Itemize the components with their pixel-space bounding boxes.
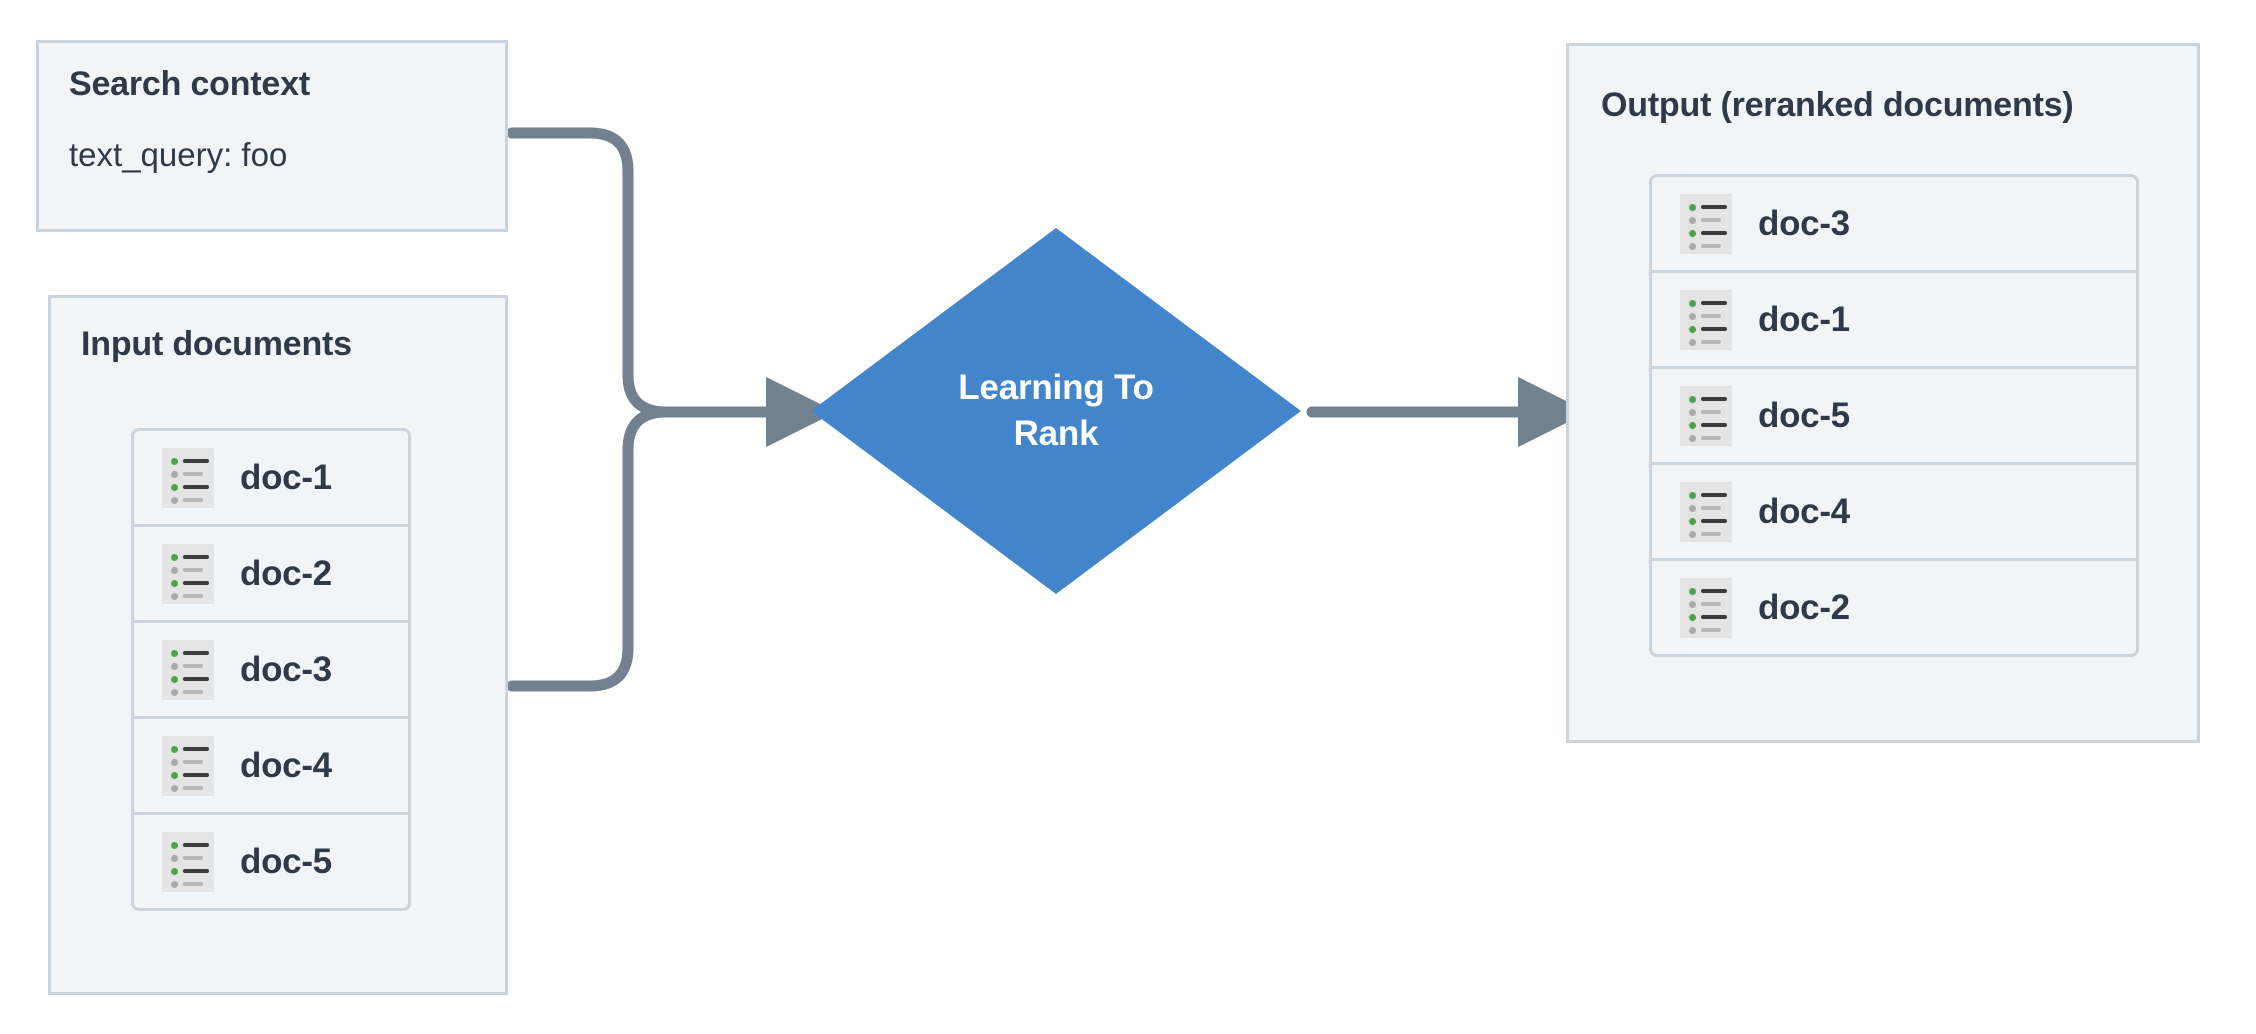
document-label: doc-2 (240, 553, 332, 593)
document-list-icon (162, 831, 214, 892)
document-label: doc-5 (1758, 395, 1850, 435)
learning-to-rank-label-line1: Learning To (958, 367, 1154, 407)
output-documents-list: doc-3 doc-1 doc-5 doc-4 doc-2 (1649, 174, 2139, 657)
document-list-item[interactable]: doc-1 (131, 428, 411, 527)
search-context-query-text: text_query: foo (69, 136, 288, 173)
document-list-icon (1680, 385, 1732, 446)
document-label: doc-1 (240, 457, 332, 497)
document-list-icon (162, 447, 214, 508)
connector-search-context-to-ltr (506, 127, 672, 418)
document-label: doc-4 (240, 745, 332, 785)
document-list-item[interactable]: doc-4 (131, 716, 411, 815)
document-list-icon (162, 543, 214, 604)
learning-to-rank-node[interactable]: Learning To Rank (811, 228, 1301, 594)
document-label: doc-3 (240, 649, 332, 689)
document-list-icon (1680, 577, 1732, 638)
document-label: doc-1 (1758, 299, 1850, 339)
document-list-item[interactable]: doc-3 (1649, 174, 2139, 273)
learning-to-rank-label-line2: Rank (1013, 414, 1099, 453)
document-list-icon (1680, 289, 1732, 350)
document-list-item[interactable]: doc-2 (131, 524, 411, 623)
connector-input-documents-to-ltr (506, 406, 672, 692)
document-label: doc-2 (1758, 587, 1850, 627)
search-context-title: Search context (69, 65, 310, 103)
document-list-item[interactable]: doc-1 (1649, 270, 2139, 369)
learning-to-rank-label: Learning To Rank (811, 228, 1301, 594)
document-list-item[interactable]: doc-2 (1649, 558, 2139, 657)
document-list-item[interactable]: doc-5 (1649, 366, 2139, 465)
document-list-icon (1680, 481, 1732, 542)
document-label: doc-5 (240, 841, 332, 881)
input-documents-title: Input documents (81, 325, 352, 363)
document-list-icon (162, 735, 214, 796)
document-list-item[interactable]: doc-4 (1649, 462, 2139, 561)
input-documents-list: doc-1 doc-2 doc-3 doc-4 doc-5 (131, 428, 411, 911)
document-label: doc-4 (1758, 491, 1850, 531)
document-list-item[interactable]: doc-5 (131, 812, 411, 911)
document-list-icon (162, 639, 214, 700)
document-list-item[interactable]: doc-3 (131, 620, 411, 719)
output-title: Output (reranked documents) (1601, 86, 2074, 124)
document-list-icon (1680, 193, 1732, 254)
document-label: doc-3 (1758, 203, 1850, 243)
search-context-panel: Search context text_query: foo (36, 40, 508, 232)
